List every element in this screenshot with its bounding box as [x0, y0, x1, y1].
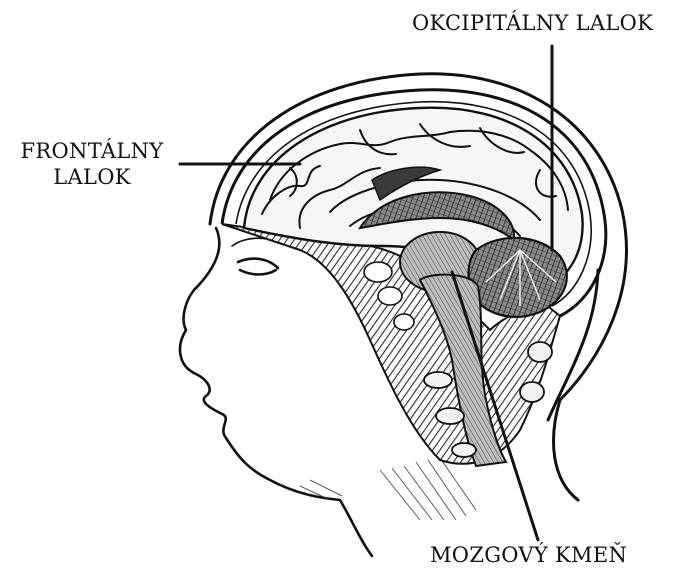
- label-frontal-lobe: FRONTÁLNY LALOK: [8, 138, 176, 190]
- label-frontal-line1: FRONTÁLNY: [8, 138, 176, 164]
- neck-shading: [300, 458, 476, 520]
- label-brainstem: MOZGOVÝ KMEŇ: [430, 542, 627, 568]
- label-frontal-line2: LALOK: [8, 164, 176, 190]
- label-occipital-lobe: OKCIPITÁLNY LALOK: [412, 10, 653, 36]
